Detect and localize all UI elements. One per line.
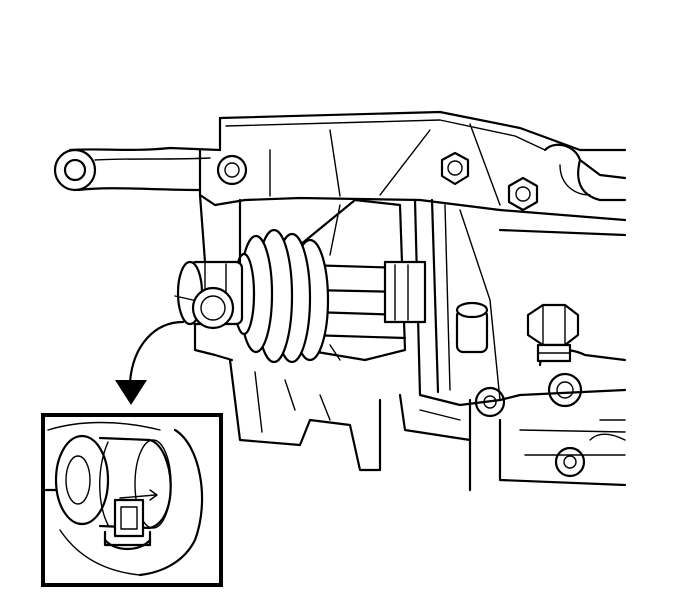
upper-bracket [53,110,627,212]
stud [455,301,580,363]
bracket-bolt-2 [507,176,539,212]
cv-boot [232,228,330,364]
bolt [174,286,235,330]
bracket-bolt-1 [440,151,470,186]
bracket-leg [198,193,207,264]
detail-inset [41,413,223,587]
callout-arrow [115,320,185,405]
hub-base [193,322,234,362]
